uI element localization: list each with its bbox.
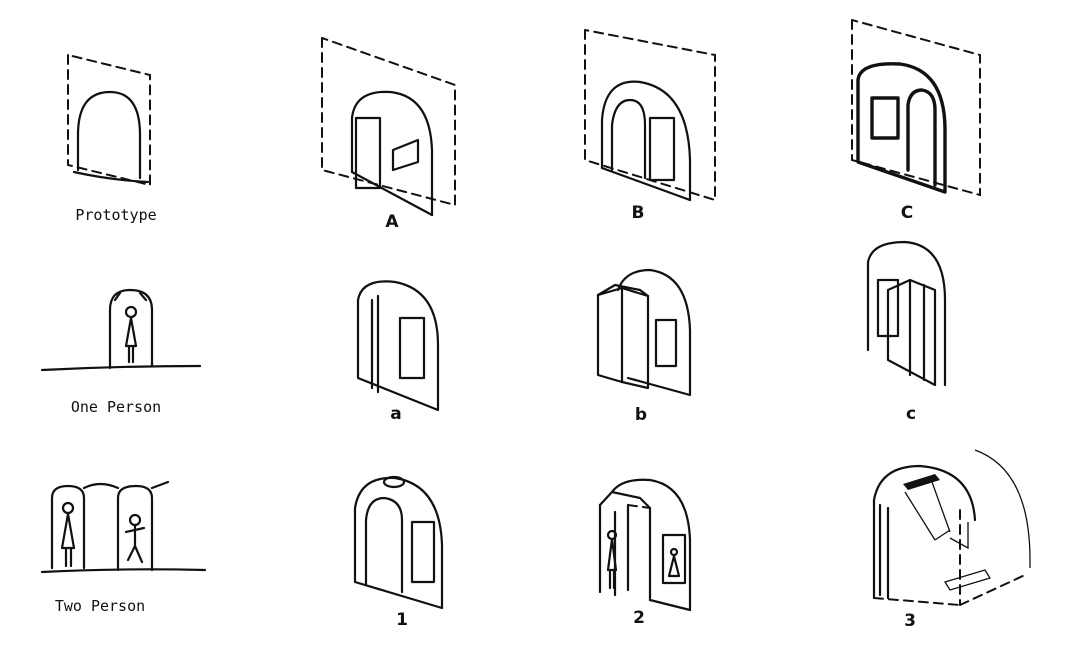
label-prototype: Prototype <box>75 206 157 224</box>
label-B: B <box>631 203 645 223</box>
sketch-A <box>321 37 456 217</box>
label-3: 3 <box>904 611 916 631</box>
sketch-B <box>584 29 716 202</box>
label-2: 2 <box>633 608 645 628</box>
sketch-3 <box>872 449 1031 606</box>
label-b: b <box>634 405 648 425</box>
sketch-prototype <box>67 54 151 187</box>
label-1: 1 <box>396 610 408 630</box>
sketch-a <box>356 280 440 412</box>
sketch-c <box>866 240 947 387</box>
label-two-person: Two Person <box>54 597 146 615</box>
label-A: A <box>385 212 399 232</box>
sketch-1 <box>353 475 444 610</box>
sketch-C <box>851 19 981 197</box>
label-c: c <box>905 404 917 424</box>
label-one-person: One Person <box>70 398 162 416</box>
sketch-b <box>596 268 692 397</box>
sketch-one-person <box>40 288 202 372</box>
sketch-2 <box>598 478 692 612</box>
sketch-two-person <box>40 480 207 574</box>
label-C: C <box>900 203 914 223</box>
label-a: a <box>390 404 402 424</box>
